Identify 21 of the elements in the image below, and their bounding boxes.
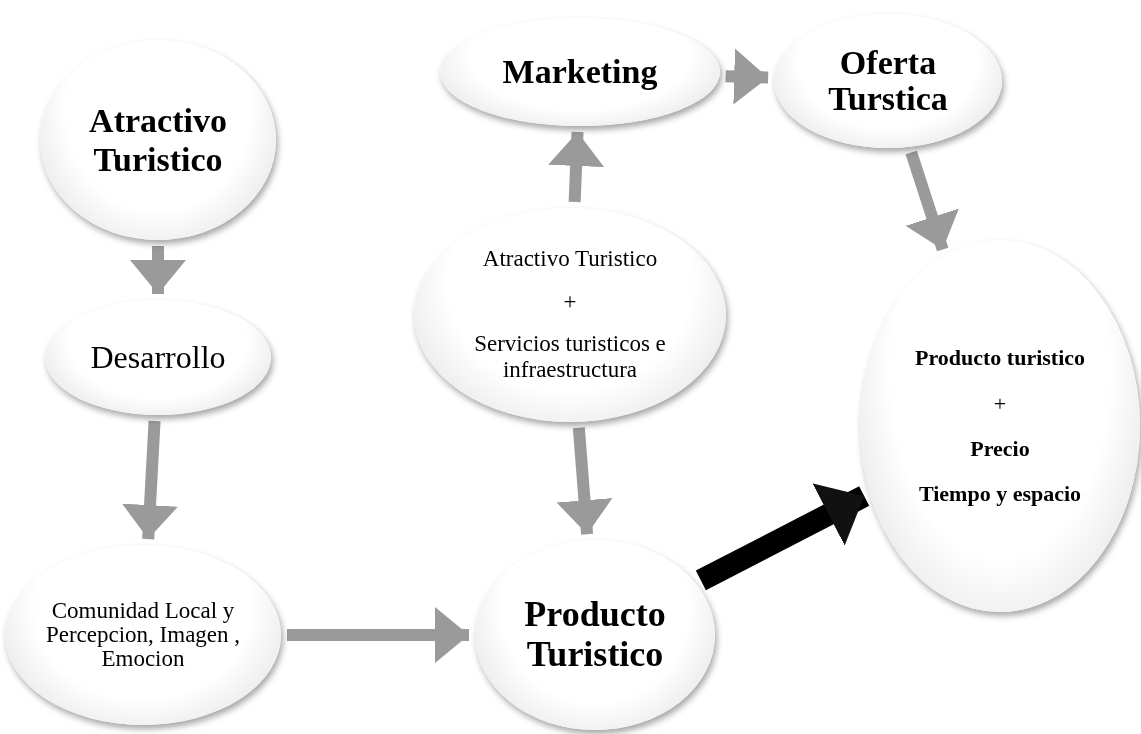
arrow [905, 150, 959, 252]
arrow [695, 483, 870, 591]
node-text: + [993, 390, 1007, 416]
node-text: Tiempo y espacio [918, 481, 1082, 507]
node-text: Producto Turistico [523, 595, 667, 675]
arrow [122, 420, 178, 540]
node-text: Producto turistico [914, 345, 1086, 371]
arrow [130, 246, 186, 294]
node-text: Oferta Turstica [827, 45, 949, 117]
node-text: Desarrollo [90, 339, 226, 376]
node-text: Marketing [502, 53, 658, 91]
arrow [287, 607, 469, 663]
node-text: Atractivo Turistico [88, 100, 228, 180]
node-text: Servicios turisticos e infraestructura [473, 331, 667, 384]
arrow [548, 131, 605, 203]
node-text: Precio [970, 436, 1030, 462]
node-text: Atractivo Turistico [482, 246, 658, 273]
arrow [556, 427, 613, 535]
node-text: + [563, 288, 577, 315]
arrow [725, 48, 769, 105]
node-text: Comunidad Local y Percepcion, Imagen , Emocion [44, 598, 242, 672]
